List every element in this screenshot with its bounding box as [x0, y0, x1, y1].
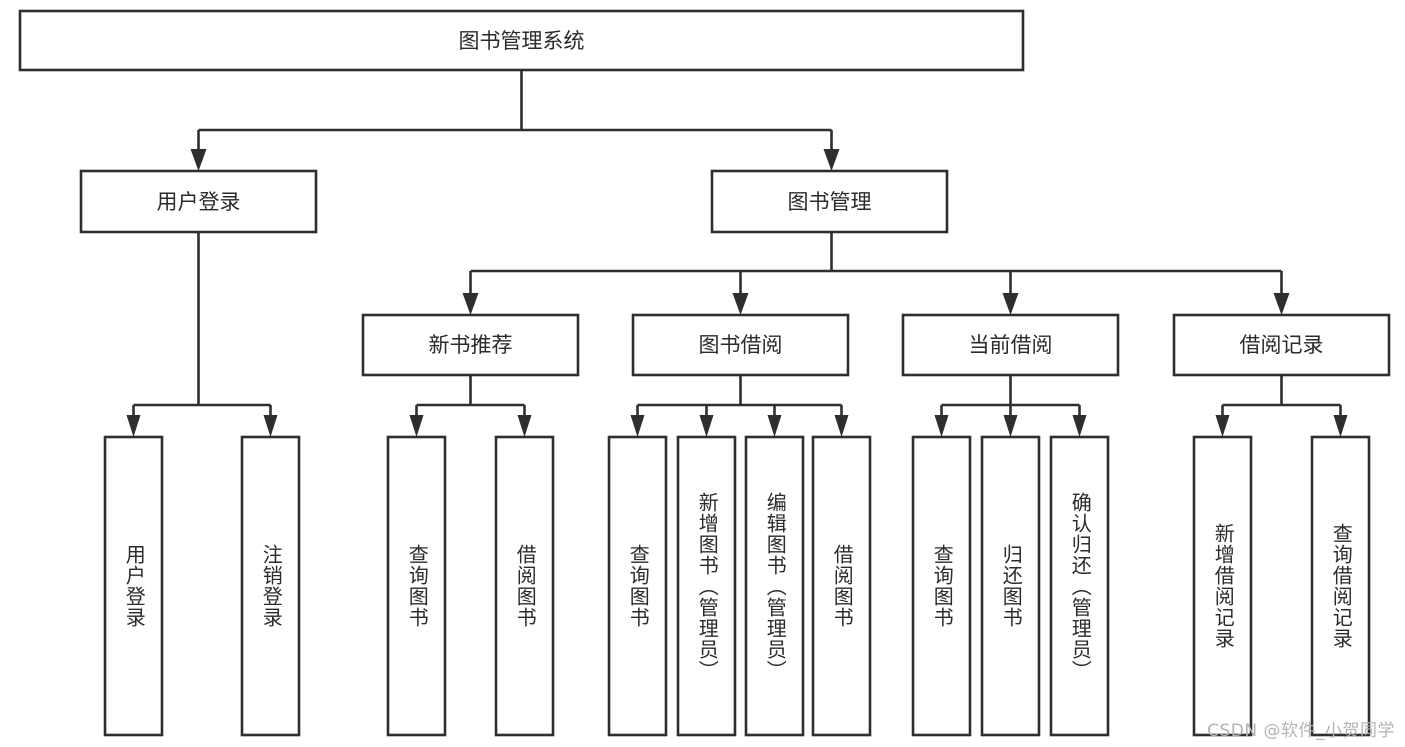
connector-newbook-to-leaves	[409, 375, 532, 437]
node-leaf-borrow-book-1[interactable]	[494, 435, 555, 737]
node-current-borrow[interactable]: 当前借阅	[901, 313, 1120, 377]
node-new-book-recommend[interactable]: 新书推荐	[361, 313, 580, 377]
node-book-management-label: 图书管理	[788, 190, 872, 214]
connector-bookmgmt-to-level3	[462, 232, 1290, 315]
node-user-login[interactable]: 用户登录	[79, 169, 318, 234]
node-borrow-record-label: 借阅记录	[1240, 333, 1324, 357]
node-leaf-query-book-2[interactable]	[607, 435, 668, 737]
node-book-borrow-label: 图书借阅	[699, 333, 783, 357]
connector-currentborrow-to-leaves	[934, 375, 1087, 437]
connector-bookborrow-to-leaves	[630, 375, 849, 437]
node-leaf-query-book-3[interactable]	[911, 435, 972, 737]
node-current-borrow-label: 当前借阅	[969, 333, 1053, 357]
node-leaf-add-record[interactable]	[1192, 435, 1253, 737]
watermark-text: CSDN @软件_小贺同学	[1207, 721, 1395, 741]
node-book-management[interactable]: 图书管理	[710, 169, 949, 234]
node-root-system[interactable]: 图书管理系统	[18, 9, 1025, 72]
node-leaf-confirm-return[interactable]	[1049, 435, 1110, 737]
node-leaf-borrow-book-2[interactable]	[811, 435, 872, 737]
node-leaf-query-book-1[interactable]	[386, 435, 447, 737]
node-book-borrow[interactable]: 图书借阅	[631, 313, 850, 377]
connector-borrowrecord-to-leaves	[1215, 375, 1348, 437]
connector-root-to-level2	[190, 70, 840, 171]
node-leaf-edit-book[interactable]	[744, 435, 805, 737]
node-leaf-user-login[interactable]	[103, 435, 164, 737]
node-leaf-query-record[interactable]	[1310, 435, 1371, 737]
connector-userlogin-to-leaves	[126, 232, 278, 437]
node-leaf-add-book[interactable]	[676, 435, 737, 737]
node-root-system-label: 图书管理系统	[459, 29, 585, 53]
node-new-book-recommend-label: 新书推荐	[429, 333, 513, 357]
node-user-login-label: 用户登录	[157, 190, 241, 214]
node-borrow-record[interactable]: 借阅记录	[1172, 313, 1391, 377]
node-leaf-return-book[interactable]	[980, 435, 1041, 737]
node-leaf-logout[interactable]	[240, 435, 301, 737]
